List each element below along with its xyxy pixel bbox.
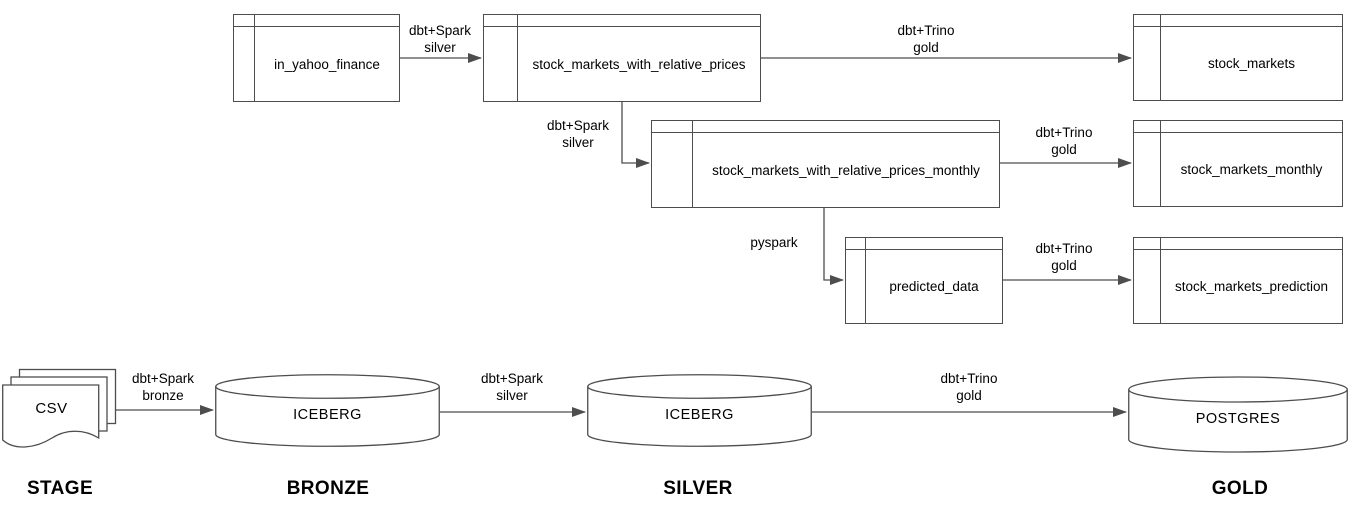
edge-relative-prices-to-monthly-arrow xyxy=(621,102,650,168)
table-corner-cell xyxy=(1134,121,1161,133)
stage-label-silver: SILVER xyxy=(663,478,733,499)
table-corner-cell xyxy=(234,15,255,27)
edge-label: dbt+Trino gold xyxy=(897,23,955,55)
table-corner-cell xyxy=(846,238,866,250)
database-cylinder-icon xyxy=(587,374,812,447)
node-label: in_yahoo_finance xyxy=(274,56,380,72)
silver-iceberg-store[interactable]: ICEBERG xyxy=(587,374,812,447)
csv-documents-icon xyxy=(2,368,117,448)
table-header-strip xyxy=(518,15,760,27)
table-header-strip xyxy=(1161,238,1342,250)
stage-label-bronze: BRONZE xyxy=(286,478,370,499)
node-stock-markets[interactable]: stock_markets xyxy=(1133,14,1343,101)
edge-label: dbt+Spark silver xyxy=(547,118,609,150)
edge-label: dbt+Spark silver xyxy=(481,371,543,403)
edge-label: dbt+Trino gold xyxy=(1035,125,1093,157)
database-cylinder-icon xyxy=(1128,376,1348,453)
table-corner-cell xyxy=(1134,238,1161,250)
csv-label: CSV xyxy=(35,400,68,417)
table-row-strip xyxy=(1134,27,1161,100)
edge-label: dbt+Trino gold xyxy=(940,371,998,403)
table-row-strip xyxy=(1134,133,1161,206)
table-header-strip xyxy=(255,15,399,27)
node-label: stock_markets_monthly xyxy=(1180,162,1323,177)
node-label: stock_markets_with_relative_prices xyxy=(532,56,746,72)
table-row-strip xyxy=(652,133,693,207)
gold-postgres-store[interactable]: POSTGRES xyxy=(1128,376,1348,453)
csv-source-node[interactable]: CSV xyxy=(2,368,118,456)
edge-label: dbt+Spark silver xyxy=(409,23,471,55)
edge-label: dbt+Trino gold xyxy=(1035,241,1093,273)
table-header-strip xyxy=(866,238,1002,250)
table-header-strip xyxy=(1161,121,1342,133)
table-corner-cell xyxy=(1134,15,1161,27)
node-stock-markets-monthly[interactable]: stock_markets_monthly xyxy=(1133,120,1343,207)
node-in-yahoo-finance[interactable]: in_yahoo_finance xyxy=(233,14,400,102)
node-predicted-data[interactable]: predicted_data xyxy=(845,237,1003,324)
node-stock-markets-prediction[interactable]: stock_markets_prediction xyxy=(1133,237,1343,324)
table-corner-cell xyxy=(484,15,518,27)
store-label: ICEBERG xyxy=(665,407,734,423)
table-row-strip xyxy=(1134,250,1161,323)
table-row-strip xyxy=(846,250,866,323)
edge-monthly-to-predicted-data-arrow xyxy=(823,208,844,285)
node-stock-markets-with-relative-prices[interactable]: stock_markets_with_relative_prices xyxy=(483,14,761,102)
node-stock-markets-with-relative-prices-monthly[interactable]: stock_markets_with_relative_prices_month… xyxy=(651,120,1000,208)
database-cylinder-icon xyxy=(215,374,440,447)
table-header-strip xyxy=(693,121,999,133)
bronze-iceberg-store[interactable]: ICEBERG xyxy=(215,374,440,447)
table-corner-cell xyxy=(652,121,693,133)
stage-label-gold: GOLD xyxy=(1211,478,1269,499)
edge-label: pyspark xyxy=(750,235,798,250)
document-front-page xyxy=(2,384,100,448)
stage-label-stage: STAGE xyxy=(26,478,94,499)
edge-label: dbt+Spark bronze xyxy=(132,371,194,403)
store-label: ICEBERG xyxy=(293,407,362,423)
table-row-strip xyxy=(484,27,518,101)
node-label: stock_markets_with_relative_prices_month… xyxy=(712,162,980,178)
store-label: POSTGRES xyxy=(1195,411,1281,427)
node-label: predicted_data xyxy=(889,279,979,294)
table-row-strip xyxy=(234,27,255,101)
node-label: stock_markets xyxy=(1207,56,1296,71)
node-label: stock_markets_prediction xyxy=(1174,279,1329,294)
table-header-strip xyxy=(1161,15,1342,27)
